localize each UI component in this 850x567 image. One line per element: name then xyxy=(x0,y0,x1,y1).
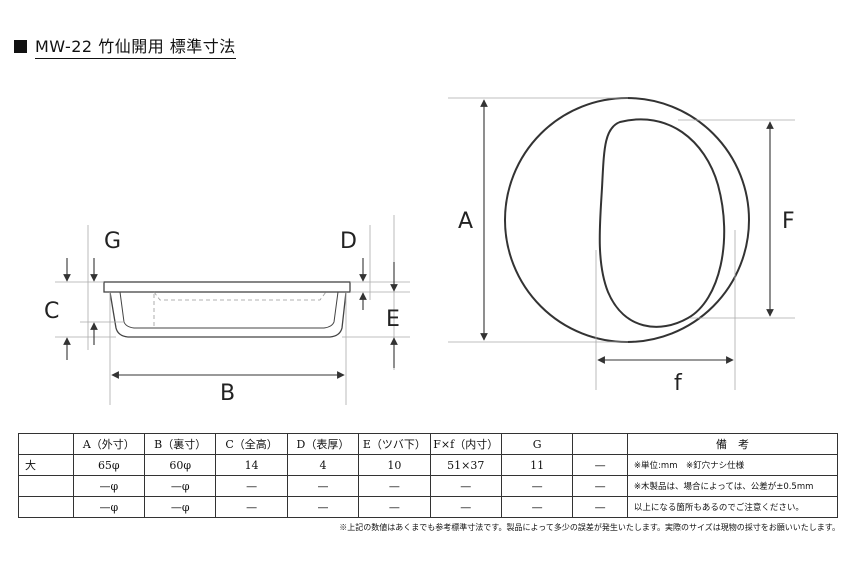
table-cell: — xyxy=(358,475,431,497)
table-header: G xyxy=(500,433,574,455)
dim-label-c: C xyxy=(44,299,59,324)
table-cell: 大 xyxy=(18,454,74,476)
table-cell: — xyxy=(358,496,431,518)
body-outline xyxy=(109,291,347,338)
table-header xyxy=(572,433,628,455)
dim-label-d: D xyxy=(340,229,357,254)
table-cell: — xyxy=(572,496,628,518)
table-header: A（外寸） xyxy=(72,433,145,455)
table-cell: — xyxy=(286,496,360,518)
dim-label-b: B xyxy=(220,381,235,406)
table-cell xyxy=(18,496,74,518)
table-cell: —φ xyxy=(72,475,145,497)
inner-recess-outline xyxy=(598,118,726,328)
side-view xyxy=(55,215,410,405)
spec-table: A（外寸） B（裏寸） C（全高） D（表厚） E（ツバ下） F×f（内寸） G… xyxy=(18,433,839,518)
table-cell: 65φ xyxy=(72,454,145,476)
table-cell xyxy=(18,475,74,497)
page-title: MW-22 竹仙開用 標準寸法 xyxy=(14,33,236,59)
table-row: 大 65φ 60φ 14 4 10 51×37 11 — ※単位:mm ※釘穴ナ… xyxy=(18,454,839,476)
remark-note: ※木製品は、場合によっては、公差が±0.5mm xyxy=(626,475,839,497)
dim-label-e: E xyxy=(386,307,400,332)
table-header: B（裏寸） xyxy=(143,433,217,455)
table-cell: 51×37 xyxy=(429,454,502,476)
top-view xyxy=(448,97,795,390)
table-cell: —φ xyxy=(143,475,217,497)
table-cell: 60φ xyxy=(143,454,217,476)
table-header xyxy=(18,433,74,455)
table-header: E（ツバ下） xyxy=(358,433,431,455)
recess-dashed xyxy=(153,291,327,326)
table-cell: — xyxy=(215,496,288,518)
table-cell: —φ xyxy=(72,496,145,518)
table-cell: — xyxy=(572,454,628,476)
table-header: D（表厚） xyxy=(286,433,360,455)
remark-note: 以上になる箇所もあるのでご注意ください。 xyxy=(626,496,839,518)
technical-drawing: G C D E B A F f xyxy=(44,97,795,406)
dim-label-a: A xyxy=(458,209,473,234)
table-cell: — xyxy=(429,496,502,518)
table-cell: — xyxy=(215,475,288,497)
table-cell: — xyxy=(500,496,574,518)
inner-surface xyxy=(119,291,339,329)
flange-outline xyxy=(103,281,351,293)
title-square-bullet xyxy=(14,40,27,53)
table-header: C（全高） xyxy=(215,433,288,455)
table-header: F×f（内寸） xyxy=(429,433,502,455)
table-cell: —φ xyxy=(143,496,217,518)
table-cell: — xyxy=(429,475,502,497)
table-cell: 14 xyxy=(215,454,288,476)
table-row: —φ —φ — — — — — — ※木製品は、場合によっては、公差が±0.5m… xyxy=(18,475,839,497)
table-cell: 10 xyxy=(358,454,431,476)
table-header-remarks: 備 考 xyxy=(626,433,839,455)
dim-label-f-small: f xyxy=(674,371,683,396)
table-cell: — xyxy=(572,475,628,497)
table-cell: — xyxy=(500,475,574,497)
title-text: MW-22 竹仙開用 標準寸法 xyxy=(35,37,236,59)
table-row: —φ —φ — — — — — — 以上になる箇所もあるのでご注意ください。 xyxy=(18,496,839,518)
dim-label-g: G xyxy=(104,229,121,254)
outer-circle xyxy=(504,97,750,343)
table-cell: — xyxy=(286,475,360,497)
remark-note: ※単位:mm ※釘穴ナシ仕様 xyxy=(626,454,839,476)
table-cell: 4 xyxy=(286,454,360,476)
footnote: ※上記の数値はあくまでも参考標準寸法です。製品によって多少の誤差が発生いたします… xyxy=(339,523,840,532)
table-header-row: A（外寸） B（裏寸） C（全高） D（表厚） E（ツバ下） F×f（内寸） G… xyxy=(18,433,839,455)
dim-label-f: F xyxy=(782,209,795,234)
table-cell: 11 xyxy=(500,454,574,476)
